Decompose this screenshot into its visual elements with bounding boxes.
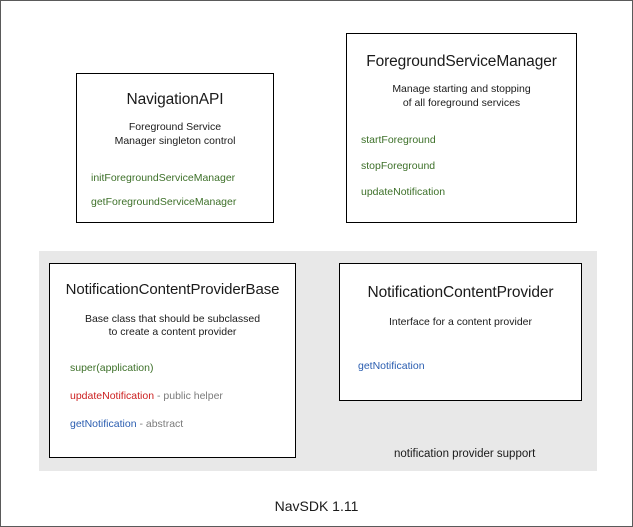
class-title-notification-content-provider-base: NotificationContentProviderBase <box>65 281 280 298</box>
member-name-update-notification: updateNotification <box>70 390 155 403</box>
member-update-notification[interactable]: updateNotification <box>361 185 446 198</box>
class-description-notification-content-provider-base: Base class that should be subclassed to … <box>84 312 261 339</box>
member-name-get-notification: getNotification <box>70 418 137 431</box>
member-update-notification-helper[interactable]: updateNotification - public helper <box>70 390 295 402</box>
class-box-notification-content-provider[interactable]: NotificationContentProvider Interface fo… <box>339 263 582 401</box>
member-super-application[interactable]: super(application) <box>70 362 295 374</box>
member-name-super-application: super(application) <box>70 362 154 375</box>
member-note-update-notification: - public helper <box>154 390 223 403</box>
class-description-notification-content-provider: Interface for a content provider <box>389 316 532 329</box>
class-description-foreground-service-manager: Manage starting and stopping of all fore… <box>392 83 531 109</box>
member-init-foreground-service-manager[interactable]: initForegroundServiceManager <box>91 171 236 184</box>
member-stop-foreground[interactable]: stopForeground <box>361 159 436 172</box>
member-get-notification-abstract[interactable]: getNotification - abstract <box>70 418 295 430</box>
class-description-navigation-api: Foreground Service Manager singleton con… <box>114 121 236 147</box>
class-box-notification-content-provider-base[interactable]: NotificationContentProviderBase Base cla… <box>49 263 296 458</box>
member-start-foreground[interactable]: startForeground <box>361 133 436 146</box>
member-get-notification-interface[interactable]: getNotification <box>358 359 425 372</box>
class-title-notification-content-provider: NotificationContentProvider <box>367 284 554 301</box>
class-title-foreground-service-manager: ForegroundServiceManager <box>366 53 557 70</box>
group-caption-notification-provider-support: notification provider support <box>394 448 536 460</box>
member-list-notification-content-provider-base: super(application) updateNotification - … <box>70 362 295 430</box>
footer-version-label: NavSDK 1.11 <box>274 498 359 514</box>
class-box-foreground-service-manager[interactable]: ForegroundServiceManager Manage starting… <box>346 33 577 223</box>
class-title-navigation-api: NavigationAPI <box>126 91 224 108</box>
member-note-get-notification: - abstract <box>136 418 184 431</box>
member-get-foreground-service-manager[interactable]: getForegroundServiceManager <box>91 195 237 208</box>
member-list-notification-content-provider: getNotification <box>358 360 581 372</box>
member-list-foreground-service-manager: startForeground stopForeground updateNot… <box>361 134 576 198</box>
member-list-navigation-api: initForegroundServiceManager getForegrou… <box>91 172 273 208</box>
class-box-navigation-api[interactable]: NavigationAPI Foreground Service Manager… <box>76 73 274 223</box>
